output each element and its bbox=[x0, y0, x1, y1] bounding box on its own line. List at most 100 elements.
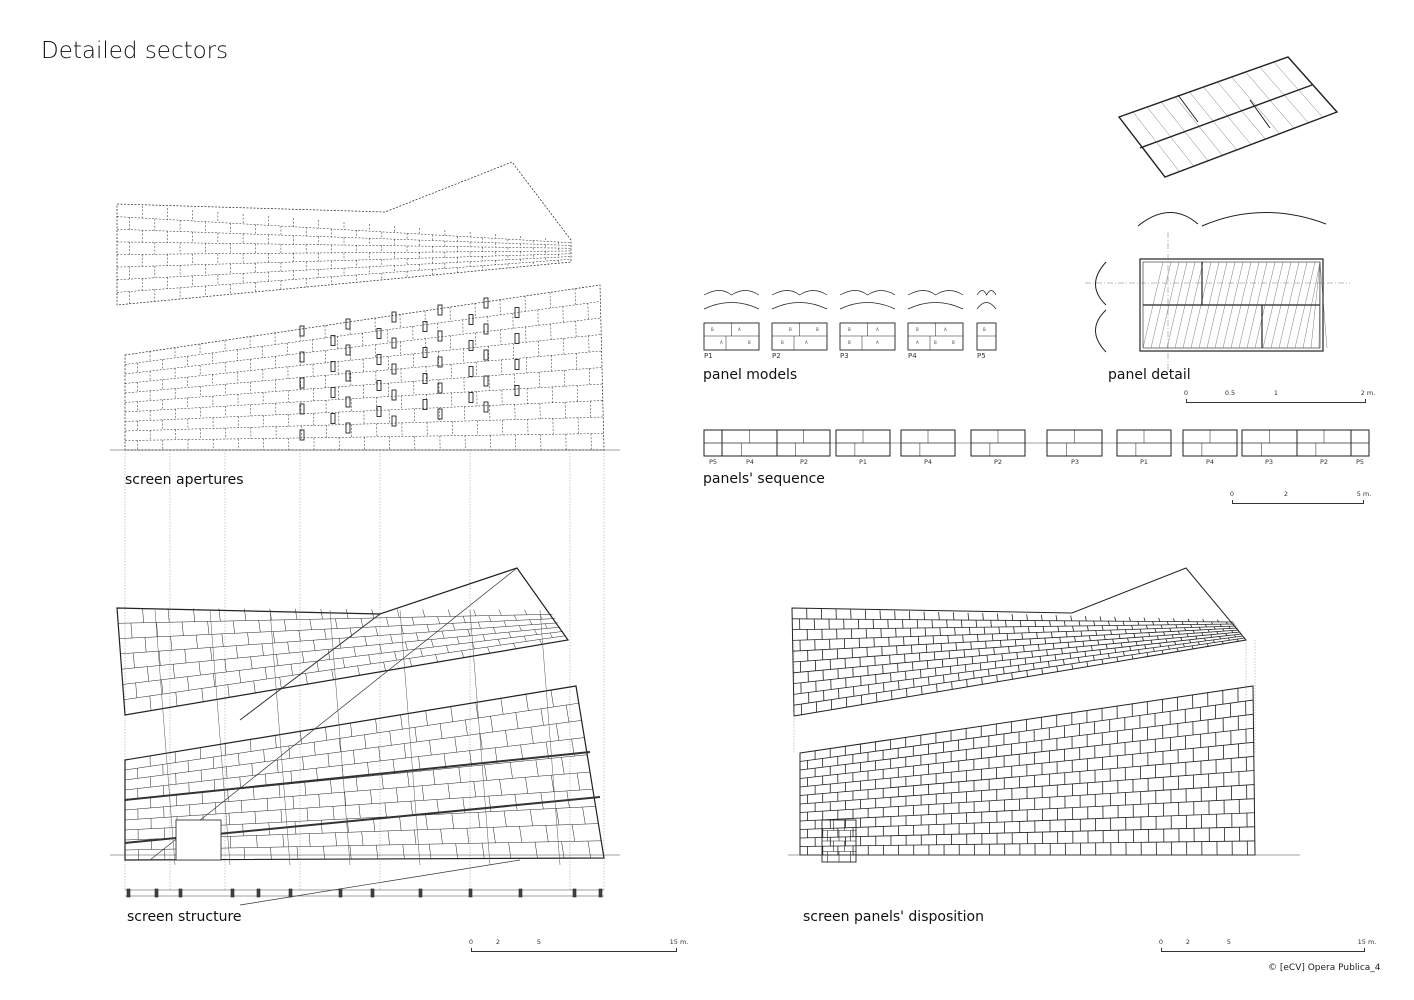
upper-panels-joint bbox=[1180, 637, 1183, 641]
upper-panels-joint bbox=[1041, 668, 1043, 675]
panel-model-label: P5 bbox=[977, 352, 986, 360]
upper-panels-joint bbox=[999, 640, 1002, 648]
lower-frame-joint bbox=[243, 847, 245, 860]
upper-frame-joint bbox=[184, 649, 187, 663]
scale-tick: 0 bbox=[1183, 389, 1189, 397]
upper-panels-joint bbox=[1086, 625, 1089, 631]
upper-panels-joint bbox=[1062, 659, 1065, 665]
detail-profile bbox=[1137, 212, 1327, 227]
lower-band-course bbox=[124, 350, 602, 394]
scale-tick: 0 bbox=[1158, 938, 1164, 946]
aperture bbox=[299, 325, 305, 337]
aperture bbox=[422, 347, 428, 358]
upper-panels-joint bbox=[1131, 625, 1134, 630]
aperture bbox=[514, 359, 520, 370]
foundation-post bbox=[230, 888, 235, 898]
profile-curve bbox=[907, 302, 964, 310]
upper-panels-joint bbox=[1063, 620, 1066, 627]
upper-panels-joint bbox=[1003, 667, 1005, 674]
hatch bbox=[1310, 261, 1321, 349]
upper-panels-joint bbox=[912, 661, 914, 671]
lower-frame-joint bbox=[576, 773, 581, 791]
upper-frame-joint bbox=[198, 661, 201, 676]
lower-frame-joint bbox=[276, 760, 279, 773]
upper-panels-joint bbox=[925, 644, 928, 653]
lower-frame-joint bbox=[550, 690, 554, 707]
lower-frame-joint bbox=[492, 827, 496, 843]
cell-letter: A bbox=[944, 327, 947, 332]
aperture bbox=[437, 304, 443, 316]
lower-frame-joint bbox=[561, 757, 565, 775]
lower-frame-joint bbox=[571, 824, 575, 842]
upper-panels-joint bbox=[1191, 645, 1194, 650]
upper-panels-joint bbox=[1008, 646, 1010, 654]
upper-frame-joint bbox=[503, 620, 507, 627]
upper-panels-joint bbox=[1161, 650, 1164, 655]
hatch bbox=[1230, 261, 1252, 349]
hatch bbox=[1278, 261, 1300, 349]
cell-letter: B bbox=[952, 340, 955, 345]
lower-frame-joint bbox=[414, 727, 417, 742]
upper-panels-joint bbox=[1131, 654, 1134, 660]
upper-panels-joint bbox=[1216, 619, 1220, 623]
lower-frame-joint bbox=[407, 772, 410, 787]
upper-panels-joint bbox=[1019, 620, 1022, 627]
lower-frame-joint bbox=[432, 769, 436, 785]
lower-frame-joint bbox=[465, 719, 468, 736]
upper-panels-joint bbox=[1184, 627, 1187, 631]
upper-panels-joint bbox=[1101, 625, 1104, 631]
upper-panels-joint bbox=[1204, 637, 1207, 642]
upper-frame-joint bbox=[497, 639, 501, 646]
aperture bbox=[437, 382, 443, 394]
scale-tick: 2 bbox=[1185, 938, 1191, 946]
lower-frame-joint bbox=[488, 796, 492, 812]
upper-frame-joint bbox=[488, 615, 492, 622]
lower-frame-joint bbox=[477, 812, 481, 828]
profile-curve bbox=[771, 290, 828, 296]
upper-panels-joint bbox=[964, 664, 967, 673]
upper-frame-joint bbox=[411, 617, 415, 626]
upper-frame-joint bbox=[305, 673, 308, 685]
upper-panels-joint bbox=[998, 626, 1001, 634]
lower-frame-joint bbox=[466, 828, 470, 844]
panel-model-label: P4 bbox=[908, 352, 917, 360]
upper-panels-joint bbox=[947, 635, 949, 644]
lower-frame-joint bbox=[479, 733, 483, 750]
profile-curve bbox=[839, 290, 896, 296]
upper-frame-joint bbox=[493, 627, 497, 634]
upper-frame-joint bbox=[331, 669, 334, 680]
lower-frame-joint bbox=[344, 792, 347, 806]
lower-frame-joint bbox=[490, 716, 494, 733]
lower-frame-joint bbox=[275, 735, 277, 748]
upper-panels-joint bbox=[938, 611, 940, 620]
upper-frame-joint bbox=[447, 609, 451, 617]
vertical-member bbox=[329, 609, 351, 866]
upper-panels-joint bbox=[1210, 634, 1213, 638]
upper-panels-joint bbox=[956, 657, 959, 666]
aperture bbox=[468, 366, 474, 377]
upper-frame-joint bbox=[235, 645, 238, 659]
upper-frame-joint bbox=[431, 639, 434, 648]
cell-letter: A bbox=[876, 327, 879, 332]
aperture bbox=[391, 363, 397, 375]
upper-panels-joint bbox=[1067, 642, 1070, 648]
axon-rib bbox=[1259, 66, 1309, 123]
upper-panels-joint bbox=[1050, 631, 1053, 638]
cell-letter: B bbox=[848, 327, 851, 332]
page-title: Detailed sectors bbox=[41, 38, 229, 64]
lower-frame-joint bbox=[226, 766, 228, 779]
hatch bbox=[1174, 261, 1196, 349]
upper-panels-joint bbox=[1160, 624, 1163, 629]
upper-frame-joint bbox=[342, 657, 345, 668]
panel-models-drawing bbox=[703, 290, 997, 351]
upper-frame-joint bbox=[167, 608, 170, 623]
detail-profile bbox=[1095, 261, 1107, 353]
cell-letter: B bbox=[848, 340, 851, 345]
upper-panels-joint bbox=[1078, 620, 1081, 627]
lower-frame-joint bbox=[353, 750, 355, 764]
lower-frame-joint bbox=[290, 771, 293, 784]
lower-frame-joint bbox=[525, 777, 529, 794]
vertical-member bbox=[154, 609, 176, 866]
hatch bbox=[1158, 261, 1180, 349]
